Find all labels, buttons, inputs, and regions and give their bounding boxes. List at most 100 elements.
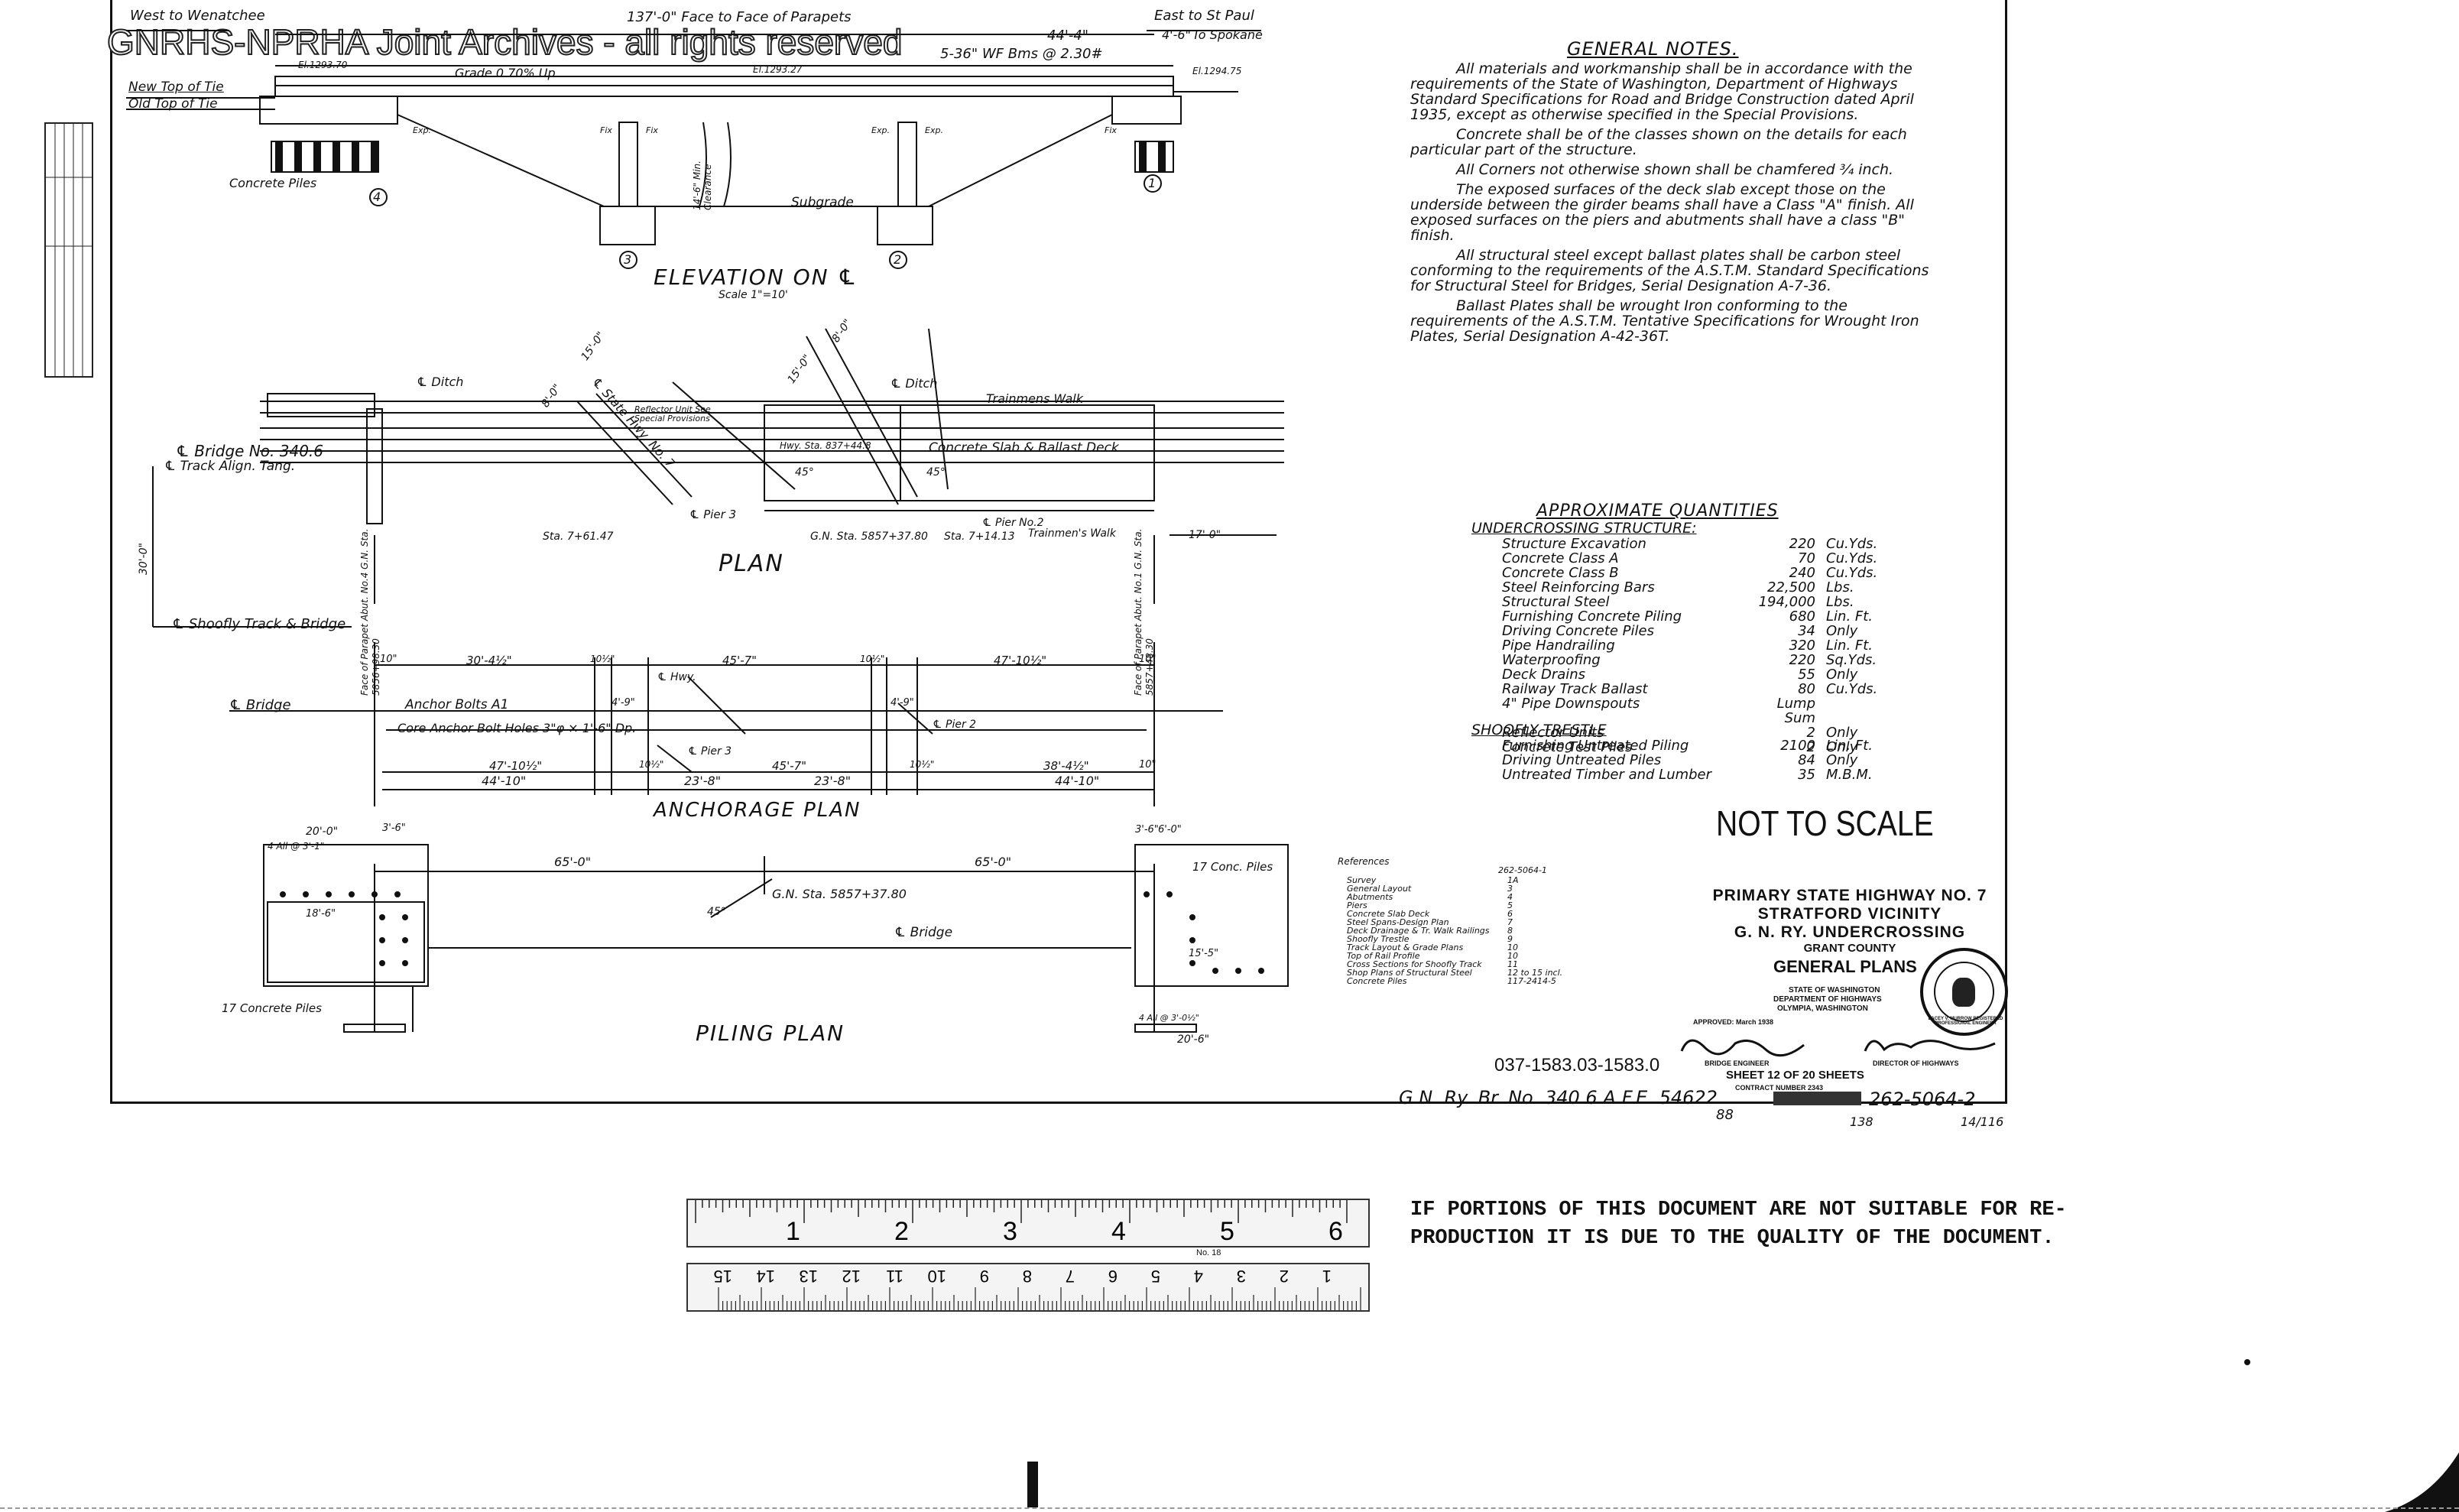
label-gn-sta: G.N. Sta. 5857+37.80: [810, 530, 928, 543]
label-slab: Concrete Slab & Ballast Deck: [929, 440, 1119, 456]
label-a45a: 45°: [795, 466, 814, 479]
pil-bridge: ℄ Bridge: [894, 925, 953, 940]
row-value: 34: [1798, 623, 1815, 639]
row-value: 680: [1789, 608, 1815, 625]
row-name: Concrete Class A: [1502, 550, 1619, 566]
label-shoofly: ℄ Shoofly Track & Bridge: [172, 616, 346, 632]
label-east: East to St Paul: [1154, 8, 1254, 24]
gn-bridge-number: G.N. Ry. Br. No. 340.6 A.F.E. 54622: [1399, 1087, 1718, 1108]
scan-dot: [2244, 1359, 2250, 1365]
pil-conc17a: 17 Conc. Piles: [1192, 860, 1273, 874]
anc-d4: 45'-7": [722, 654, 757, 667]
row-unit: Only: [1826, 623, 1858, 639]
tb-line-4: GRANT COUNTY: [1803, 942, 1896, 955]
row-value: 6: [1507, 909, 1513, 919]
drawing-sheet: [110, 0, 2007, 1104]
label-beams: 5-36" WF Bms @ 2.30#: [940, 46, 1103, 62]
pil-d2: 3'-6": [382, 823, 406, 834]
row-value: 80: [1798, 681, 1815, 697]
note-5: All structural steel except ballast plat…: [1410, 247, 1929, 294]
pil-d5: 65'-0": [975, 855, 1012, 869]
anc-pier3: ℄ Pier 3: [688, 745, 732, 758]
anc-d1: 30'-4½": [466, 654, 512, 667]
quantity-row: General Layout 3: [1347, 884, 1622, 893]
revision-strip: [44, 122, 93, 378]
row-value: 5: [1507, 900, 1513, 910]
pil-d8: 18'-6": [306, 908, 336, 920]
tb-sheet: SHEET 12 OF 20 SHEETS: [1726, 1069, 1864, 1082]
ruler-cm-label: 3: [1237, 1267, 1246, 1286]
anc-bridge: ℄ Bridge: [229, 697, 291, 713]
seal-text: LACEY V. MURROW REGISTERED PROFESSIONAL …: [1928, 1017, 2003, 1026]
row-value: 7: [1507, 917, 1513, 927]
row-name: Deck Drains: [1502, 667, 1586, 683]
row-value: 320: [1789, 638, 1815, 654]
anc-bolts: Anchor Bolts A1: [405, 697, 509, 712]
row-value: 84: [1798, 752, 1815, 768]
row-unit: M.B.M.: [1826, 767, 1873, 783]
row-value: 3: [1507, 884, 1513, 894]
row-name: Driving Untreated Piles: [1502, 752, 1662, 768]
ruler-inch-label: 4: [1111, 1217, 1126, 1246]
pil-d7: 6'-0": [1158, 824, 1182, 835]
anc-d15: 10": [1139, 759, 1157, 771]
not-to-scale: NOT TO SCALE: [1716, 803, 1934, 843]
elevation-title: ELEVATION ON ℄: [654, 264, 858, 290]
row-name: Track Layout & Grade Plans: [1347, 943, 1464, 952]
quantity-row: Untreated Timber and Lumber 35 M.B.M.: [1471, 767, 1930, 782]
row-name: Furnishing Untreated Piling: [1502, 738, 1689, 754]
row-name: Untreated Timber and Lumber: [1502, 767, 1712, 783]
anc-d9: 4'-9": [890, 697, 914, 709]
label-new-top: New Top of Tie: [128, 79, 224, 95]
label-grade: Grade 0.70% Up: [455, 66, 556, 80]
row-name: Pipe Handrailing: [1502, 638, 1615, 654]
pil-d3: 4 All @ 3'-1": [268, 841, 325, 852]
pil-a45: 45°: [707, 906, 726, 918]
references-head: 262-5064-1: [1498, 865, 1547, 875]
row-name: Steel Spans-Design Plan: [1347, 917, 1449, 927]
row-unit: Only: [1826, 752, 1858, 768]
row-unit: Cu.Yds.: [1826, 536, 1878, 552]
ruler-cm-label: 10: [928, 1267, 946, 1286]
tb-line-1: PRIMARY STATE HIGHWAY NO. 7: [1712, 887, 1987, 904]
row-unit: Cu.Yds.: [1826, 565, 1878, 581]
row-value: 35: [1798, 767, 1815, 783]
row-name: General Layout: [1347, 884, 1412, 894]
seal-portrait: [1952, 978, 1975, 1007]
ruler-cm-label: 14: [757, 1267, 775, 1286]
ruler-inch-label: 5: [1220, 1217, 1234, 1246]
tb-olympia: OLYMPIA, WASHINGTON: [1777, 1004, 1868, 1013]
ruler-inch-label: 1: [786, 1217, 800, 1246]
label-exp3: Exp.: [925, 125, 943, 135]
notes-title: GENERAL NOTES.: [1567, 38, 1739, 60]
label-n1: 1: [1148, 176, 1157, 190]
label-pier3-plan: ℄ Pier 3: [689, 508, 737, 521]
ruler-cm-label: 15: [714, 1267, 732, 1286]
ruler-cm-label: 13: [800, 1267, 818, 1286]
pil-d11: 4 All @ 3'-0½": [1139, 1013, 1199, 1023]
anc-d19: 44'-10": [1055, 774, 1100, 788]
note-2: Concrete shall be of the classes shown o…: [1410, 126, 1907, 158]
label-span-dim: 44'-4": [1047, 28, 1089, 44]
anc-d8: 4'-9": [612, 697, 635, 709]
tb-line-2: STRATFORD VICINITY: [1757, 905, 1942, 923]
note-6: Ballast Plates shall be wrought Iron con…: [1410, 297, 1919, 345]
signatures: [1680, 1039, 1996, 1057]
row-unit: [1815, 696, 1910, 725]
row-value: 10: [1507, 943, 1518, 952]
quantities-section-1: UNDERCROSSING STRUCTURE:: [1471, 520, 1697, 537]
anc-d3: 10½": [590, 654, 615, 664]
label-walk-bot: Trainmen's Walk: [1028, 527, 1116, 540]
row-value: 194,000: [1758, 594, 1815, 610]
pil-d1: 20'-0": [306, 826, 339, 838]
anc-d14: 38'-4½": [1043, 759, 1089, 773]
piling-title: PILING PLAN: [696, 1020, 845, 1046]
